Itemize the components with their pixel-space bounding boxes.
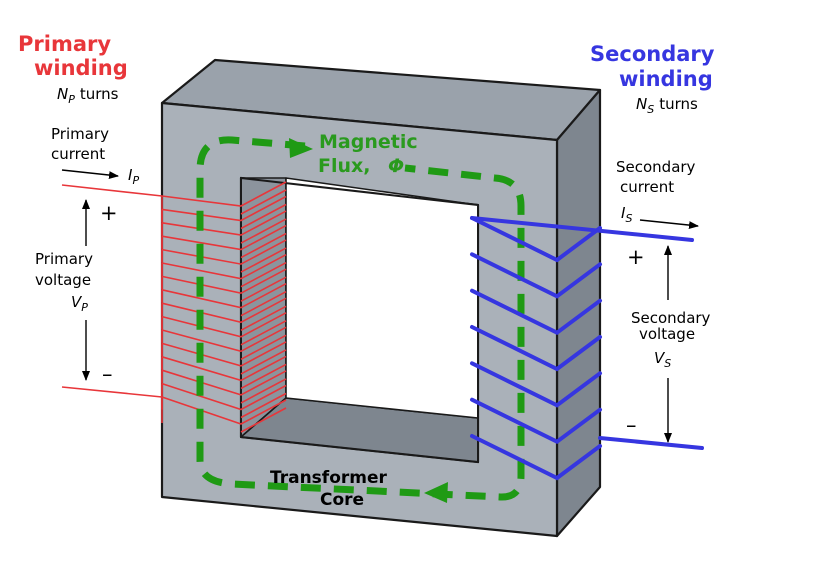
primary-current-symbol: IP <box>128 166 139 187</box>
primary-plus-sign: + <box>100 201 118 225</box>
primary-coil-turn-back <box>240 232 287 259</box>
secondary-current-label-line2: current <box>620 178 674 196</box>
secondary-coil-turn <box>470 288 602 336</box>
primary-winding-title: Primary <box>18 32 111 56</box>
secondary-winding-title-line2: winding <box>619 67 713 91</box>
secondary-coil-turn <box>470 361 602 408</box>
primary-coil-turn-back <box>240 261 287 288</box>
transformer-core-label: Transformer <box>270 468 388 488</box>
primary-coil-turn-back <box>240 349 287 375</box>
primary-voltage-label: Primary <box>35 250 93 268</box>
secondary-current-label: Secondary <box>616 158 696 176</box>
primary-minus-sign: – <box>102 362 113 386</box>
primary-current-label: Primary <box>51 125 109 143</box>
primary-coil-turn-back <box>240 407 287 433</box>
secondary-coil-turns <box>470 216 602 481</box>
secondary-lead-top <box>470 216 694 242</box>
primary-voltage-label-line2: voltage <box>35 271 91 289</box>
core-window-opening <box>285 177 479 419</box>
primary-coil-turn <box>161 396 287 425</box>
flux-path <box>196 136 525 503</box>
primary-coil-turn-back <box>240 305 287 332</box>
primary-current-label-line2: current <box>51 145 105 163</box>
primary-coil-turn-back <box>240 363 287 390</box>
primary-coil-turn-back <box>240 320 287 346</box>
secondary-coil-turn <box>470 397 602 445</box>
transformer-core-label-line2: Core <box>320 490 364 510</box>
primary-coil-turn-back <box>240 218 287 244</box>
primary-coil-turn-back <box>240 392 287 419</box>
secondary-minus-sign: – <box>626 413 637 437</box>
secondary-current-arrow <box>639 219 699 230</box>
primary-voltage-symbol: VP <box>71 293 88 314</box>
primary-current-arrow <box>61 169 119 180</box>
secondary-coil-turn <box>470 216 602 263</box>
primary-coil-turn-back <box>240 189 287 215</box>
primary-lead-top <box>61 184 163 197</box>
core-side-face <box>555 88 602 538</box>
primary-coil-turn-back <box>240 334 287 361</box>
secondary-coil-turn <box>470 252 602 299</box>
secondary-coil-turn <box>470 325 602 372</box>
secondary-voltage-label: Secondary <box>631 309 711 327</box>
primary-coil-turn-back <box>240 276 287 302</box>
secondary-voltage-symbol: VS <box>654 349 671 370</box>
magnetic-flux-label: Magnetic <box>319 131 418 153</box>
primary-coil-turn-back <box>240 247 287 273</box>
secondary-winding <box>470 216 704 481</box>
secondary-plus-sign: + <box>627 245 645 269</box>
primary-coil-turns <box>161 181 287 433</box>
primary-winding <box>61 181 287 433</box>
secondary-lead-bottom <box>598 436 704 450</box>
primary-lead-bottom <box>61 386 163 398</box>
primary-coil-turn-back <box>240 290 287 317</box>
flux-labels: Magnetic Flux, Φ <box>318 131 418 177</box>
secondary-current-symbol: IS <box>621 204 632 225</box>
core-labels: Transformer Core <box>270 468 388 510</box>
primary-winding-title-line2: winding <box>34 56 128 80</box>
magnetic-flux-label-line2: Flux, <box>318 155 371 177</box>
flux-arrow-top <box>289 138 313 158</box>
secondary-voltage-label-line2: voltage <box>639 325 695 343</box>
flux-loop <box>196 136 525 501</box>
primary-coil-turn-back <box>240 378 287 404</box>
flux-arrow-bottom <box>424 482 448 503</box>
secondary-winding-title: Secondary <box>590 42 715 66</box>
flux-symbol: Φ <box>388 155 404 177</box>
secondary-coil-turn <box>470 434 602 481</box>
primary-coil-turn-back <box>240 203 287 230</box>
